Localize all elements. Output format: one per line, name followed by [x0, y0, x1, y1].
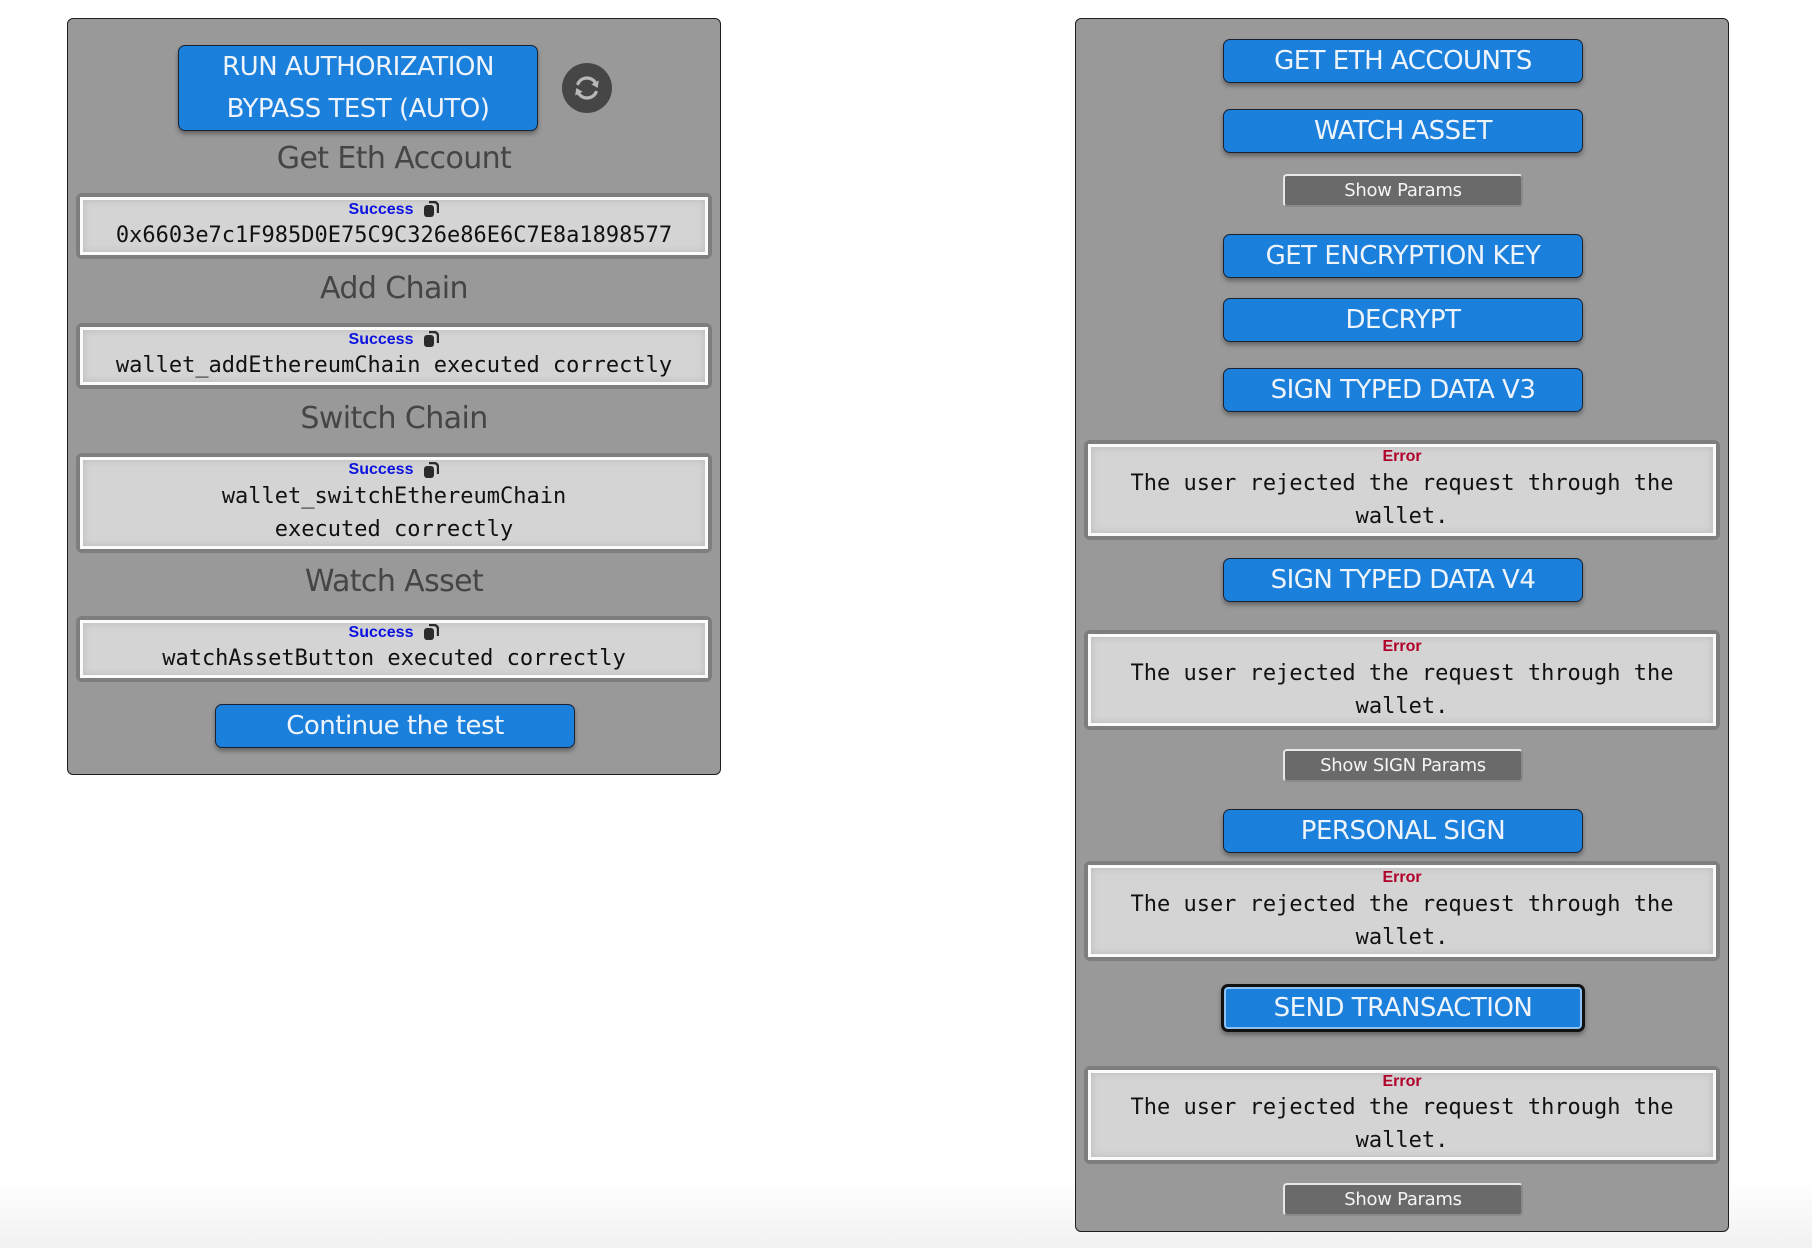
status-badge: Error	[1382, 869, 1422, 886]
continue-test-button[interactable]: Continue the test	[215, 704, 575, 748]
sign-typed-data-v4-button[interactable]: SIGN TYPED DATA V4	[1223, 558, 1583, 602]
status-badge: Error	[1382, 1073, 1422, 1090]
result-box-add-chain: Success wallet_addEthereumChain executed…	[76, 323, 712, 389]
error-box-personal-sign: Error The user rejected the request thro…	[1084, 861, 1720, 961]
status-badge: Success	[348, 461, 414, 478]
copy-icon[interactable]	[423, 623, 440, 641]
status-badge: Success	[348, 200, 414, 218]
refresh-arrows-icon	[575, 76, 599, 100]
error-box-send-transaction: Error The user rejected the request thro…	[1084, 1066, 1720, 1164]
run-button-line-2: BYPASS TEST (AUTO)	[226, 94, 490, 124]
copy-icon[interactable]	[423, 330, 440, 348]
result-text: The user rejected the request through th…	[1130, 892, 1674, 950]
decrypt-button[interactable]: DECRYPT	[1223, 298, 1583, 342]
error-box-sign-v3: Error The user rejected the request thro…	[1084, 440, 1720, 540]
error-box-sign-v4: Error The user rejected the request thro…	[1084, 630, 1720, 730]
personal-sign-button[interactable]: PERSONAL SIGN	[1223, 809, 1583, 853]
get-eth-accounts-button[interactable]: GET ETH ACCOUNTS	[1223, 39, 1583, 83]
refresh-icon[interactable]	[562, 63, 612, 113]
copy-icon[interactable]	[423, 200, 440, 218]
result-box-switch-chain: Success wallet_switchEthereumChain execu…	[76, 453, 712, 553]
sign-typed-data-v3-button[interactable]: SIGN TYPED DATA V3	[1223, 368, 1583, 412]
get-encryption-key-button[interactable]: GET ENCRYPTION KEY	[1223, 234, 1583, 278]
show-params-button-2[interactable]: Show Params	[1283, 1183, 1523, 1216]
result-text: The user rejected the request through th…	[1130, 1095, 1674, 1153]
auth-bypass-panel: RUN AUTHORIZATION BYPASS TEST (AUTO) Get…	[67, 18, 721, 775]
run-button-line-1: RUN AUTHORIZATION	[222, 52, 494, 82]
result-box-watch-asset: Success watchAssetButton executed correc…	[76, 616, 712, 682]
status-badge: Success	[348, 623, 414, 641]
status-badge: Error	[1382, 638, 1422, 655]
result-text: The user rejected the request through th…	[1130, 661, 1674, 719]
copy-icon[interactable]	[423, 461, 440, 479]
result-text: watchAssetButton executed correctly	[162, 646, 626, 671]
heading-get-eth-account: Get Eth Account	[276, 141, 512, 176]
result-text: 0x6603e7c1F985D0E75C9C326e86E6C7E8a18985…	[115, 223, 673, 248]
result-text: The user rejected the request through th…	[1130, 471, 1674, 529]
wallet-actions-panel: GET ETH ACCOUNTS WATCH ASSET Show Params…	[1075, 18, 1729, 1232]
heading-switch-chain: Switch Chain	[300, 401, 488, 436]
result-text: wallet_addEthereumChain executed correct…	[115, 353, 673, 378]
result-box-get-eth-account: Success 0x6603e7c1F985D0E75C9C326e86E6C7…	[76, 193, 712, 259]
status-badge: Success	[348, 330, 414, 348]
show-params-button[interactable]: Show Params	[1283, 174, 1523, 207]
watch-asset-button[interactable]: WATCH ASSET	[1223, 109, 1583, 153]
heading-watch-asset: Watch Asset	[304, 564, 484, 599]
status-badge: Error	[1382, 448, 1422, 465]
show-sign-params-button[interactable]: Show SIGN Params	[1283, 749, 1523, 782]
heading-add-chain: Add Chain	[320, 271, 469, 306]
result-text: wallet_switchEthereumChain executed corr…	[221, 484, 567, 542]
send-transaction-button[interactable]: SEND TRANSACTION	[1221, 984, 1585, 1032]
run-authorization-bypass-test-button[interactable]: RUN AUTHORIZATION BYPASS TEST (AUTO)	[178, 45, 538, 131]
